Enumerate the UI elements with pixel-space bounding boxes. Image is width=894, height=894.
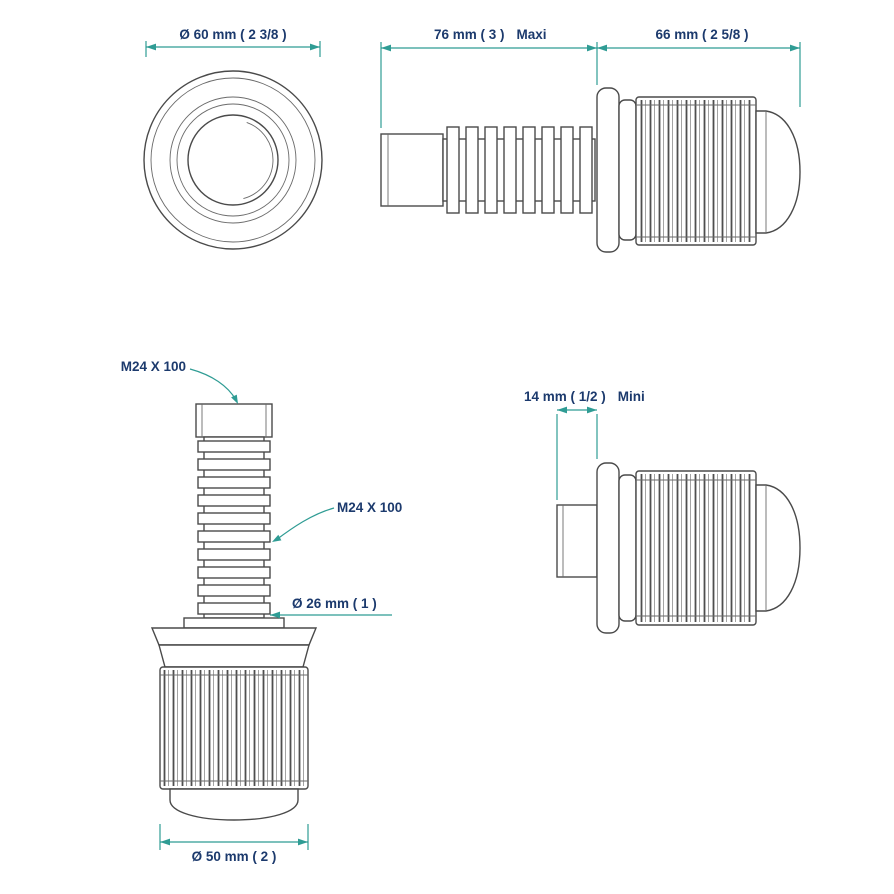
leader-thread-top: M24 X 100 xyxy=(121,359,238,404)
dimension-76mm: 76 mm ( 3 )Maxi xyxy=(380,27,598,128)
arrow-left-icon xyxy=(146,43,156,51)
flange-disc xyxy=(596,87,620,253)
front-diameter-label: Ø 60 mm ( 2 3/8 ) xyxy=(179,27,286,42)
bottom-cap-dome xyxy=(169,788,299,821)
dimension-14mm: 14 mm ( 1/2 )Mini xyxy=(524,389,645,500)
end-cap-dome xyxy=(755,484,801,612)
dimension-60mm: Ø 60 mm ( 2 3/8 ) xyxy=(145,27,321,57)
bore-circle xyxy=(187,114,279,206)
dimension-66mm: 66 mm ( 2 5/8 ) xyxy=(597,27,801,107)
arrow-left-icon xyxy=(270,611,280,619)
maxi-length-label: 76 mm ( 3 )Maxi xyxy=(434,27,547,42)
nut-circle xyxy=(169,96,297,224)
bore-highlight-arc xyxy=(243,121,274,200)
stub-tube xyxy=(556,504,598,578)
side-view-maxi: 76 mm ( 3 )Maxi 66 mm ( 2 5/8 ) xyxy=(380,27,801,253)
thread-label-top: M24 X 100 xyxy=(121,359,186,374)
tube-diameter-label: Ø 26 mm ( 1 ) xyxy=(292,596,377,611)
arrow-left-icon xyxy=(381,44,391,52)
dimension-50mm: Ø 50 mm ( 2 ) xyxy=(159,824,309,864)
vertical-view: M24 X 100 M24 X 100 Ø 26 mm ( 1 ) Ø 50 m… xyxy=(121,359,403,864)
flange-step xyxy=(618,99,637,241)
side-view-mini: 14 mm ( 1/2 )Mini xyxy=(524,389,801,634)
arrow-left-icon xyxy=(557,406,567,414)
body-diameter-label: Ø 50 mm ( 2 ) xyxy=(192,849,277,864)
knurled-nut-texture xyxy=(639,100,753,242)
hose-tail-tube xyxy=(380,133,444,207)
outer-rim-circle xyxy=(143,70,323,250)
body-length-label: 66 mm ( 2 5/8 ) xyxy=(655,27,748,42)
dimension-26mm: Ø 26 mm ( 1 ) xyxy=(270,596,392,619)
arrow-right-icon xyxy=(790,44,800,52)
flange-cone xyxy=(158,644,310,668)
leader-arrow-icon xyxy=(231,394,238,404)
knurled-nut-texture xyxy=(639,474,753,622)
arrow-right-icon xyxy=(298,838,308,846)
end-cap-dome xyxy=(755,110,801,234)
arrow-left-icon xyxy=(160,838,170,846)
arrow-right-icon xyxy=(587,406,597,414)
arrow-right-icon xyxy=(310,43,320,51)
arrow-right-icon xyxy=(587,44,597,52)
mini-length-label: 14 mm ( 1/2 )Mini xyxy=(524,389,645,404)
rim-inner-circle xyxy=(150,77,316,243)
flange-disc xyxy=(596,462,620,634)
thread-label-side: M24 X 100 xyxy=(337,500,402,515)
leader-thread-side: M24 X 100 xyxy=(272,500,402,542)
top-cap xyxy=(195,403,273,438)
flange-plate xyxy=(150,627,318,646)
thread-ribs xyxy=(197,440,271,615)
knurled-cylinder-texture xyxy=(163,670,305,786)
leader-arrow-icon xyxy=(272,534,282,542)
flange-step xyxy=(618,474,637,622)
hose-barb-ribs xyxy=(446,126,593,214)
arrow-left-icon xyxy=(597,44,607,52)
collar-band xyxy=(183,617,285,629)
front-view: Ø 60 mm ( 2 3/8 ) xyxy=(143,27,323,250)
nut-inner-circle xyxy=(176,103,290,217)
